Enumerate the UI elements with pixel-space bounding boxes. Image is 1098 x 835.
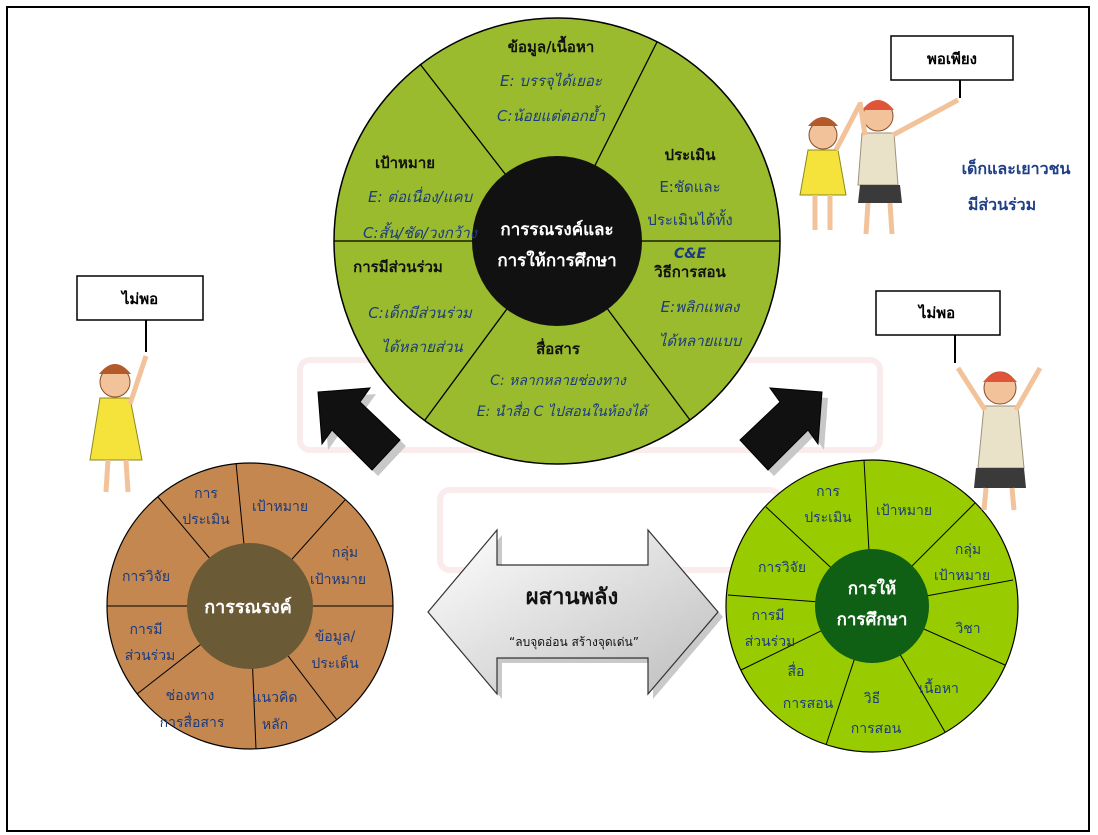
left-seg-6-line1: ช่องทาง: [166, 688, 215, 704]
right-seg-8-line2: ส่วนร่วม: [745, 634, 796, 650]
sign-top-right-label: พอเพียง: [927, 50, 977, 68]
top-seg-media-title: สื่อสาร: [536, 338, 581, 358]
left-seg-1-line2: ประเมิน: [182, 512, 230, 528]
top-seg-eval-line3: C&E: [674, 246, 706, 262]
sign-right: ไม่พอ: [875, 290, 1001, 363]
right-wheel-center: [815, 549, 929, 663]
top-seg-content-title: ข้อมูล/เนื้อหา: [508, 35, 595, 57]
merge-double-arrow: ผสานพลัง “ลบจุดอ่อน สร้างจุดเด่น”: [427, 528, 723, 699]
top-center-line1: การรณรงค์และ: [500, 219, 613, 240]
right-seg-2-line1: เป้าหมาย: [876, 503, 932, 519]
right-seg-3-line1: กลุ่ม: [955, 542, 981, 558]
left-seg-4-line1: ข้อมูล/: [315, 629, 356, 645]
right-seg-6-line1: วิธี: [864, 691, 881, 707]
right-seg-9-line1: การวิจัย: [758, 560, 806, 576]
top-seg-eval-line1: E:ชัดและ: [659, 178, 720, 196]
top-seg-content-line2: C:น้อยแต่ตอกย้ำ: [497, 105, 606, 125]
child-boy-top-illustration: [857, 97, 960, 235]
top-wheel-center: [472, 156, 642, 326]
right-center-line2: การศึกษา: [837, 610, 908, 630]
child-girl-top-illustration: [799, 102, 863, 230]
child-boy-right-illustration: [955, 366, 1043, 511]
right-seg-1-line2: ประเมิน: [804, 510, 852, 526]
right-seg-1-line1: การ: [816, 484, 840, 500]
top-seg-teach-line1: E:พลิกแพลง: [661, 298, 741, 316]
top-seg-teach-title: วิธีการสอน: [654, 263, 727, 281]
left-seg-6-line2: การสื่อสาร: [160, 713, 225, 731]
left-seg-7-line1: การมี: [129, 622, 162, 638]
left-seg-3-line2: เป้าหมาย: [310, 572, 366, 588]
right-wheel: การให้ การศึกษา การ ประเมิน เป้าหมาย กลุ…: [725, 459, 1019, 753]
top-seg-eval-title: ประเมิน: [665, 146, 717, 164]
top-seg-goal-title: เป้าหมาย: [375, 154, 435, 172]
left-seg-2-line1: เป้าหมาย: [252, 499, 308, 515]
sign-left-label: ไม่พอ: [120, 289, 158, 308]
right-seg-3-line2: เป้าหมาย: [934, 568, 990, 584]
left-seg-4-line2: ประเด็น: [311, 654, 359, 672]
top-wheel: การรณรงค์และ การให้การศึกษา ข้อมูล/เนื้อ…: [333, 17, 781, 465]
youth-caption-line1: เด็กและเยาวชน: [962, 157, 1071, 178]
sign-top-right: พอเพียง: [890, 35, 1014, 98]
right-seg-7-line1: สื่อ: [788, 662, 805, 680]
top-seg-teach-line2: ได้หลายแบบ: [659, 332, 743, 350]
right-up-arrow: [739, 387, 828, 476]
top-seg-part-title: การมีส่วนร่วม: [353, 258, 443, 276]
top-seg-media-line2: E: นำสื่อ C ไปสอนในห้องได้: [477, 401, 651, 420]
merge-title: ผสานพลัง: [526, 585, 618, 610]
right-seg-5-line1: เนื้อหา: [919, 678, 959, 697]
left-seg-5-line2: หลัก: [262, 717, 288, 733]
left-seg-7-line2: ส่วนร่วม: [125, 648, 176, 664]
sign-right-label: ไม่พอ: [917, 303, 955, 322]
left-wheel-center: [187, 543, 313, 669]
child-girl-left-illustration: [89, 355, 149, 493]
left-seg-8-line1: การวิจัย: [122, 569, 170, 585]
left-seg-1-line1: การ: [194, 486, 218, 502]
youth-caption-line2: มีส่วนร่วม: [968, 195, 1036, 214]
top-seg-content-line1: E: บรรจุได้เยอะ: [500, 72, 603, 90]
merge-subtitle: “ลบจุดอ่อน สร้างจุดเด่น”: [509, 635, 639, 650]
right-seg-7-line2: การสอน: [783, 696, 834, 712]
left-wheel: การรณรงค์ การ ประเมิน เป้าหมาย กลุ่ม เป้…: [106, 462, 394, 750]
left-seg-5-line1: แนวคิด: [253, 690, 298, 706]
top-seg-goal-line1: E: ต่อเนื่อง/แคบ: [368, 186, 474, 206]
left-up-arrow: [317, 387, 406, 476]
top-center-line2: การให้การศึกษา: [497, 250, 616, 271]
top-seg-part-line2: ได้หลายส่วน: [381, 338, 463, 356]
right-seg-4-line1: วิชา: [955, 621, 980, 637]
right-seg-6-line2: การสอน: [851, 721, 902, 737]
top-seg-eval-line2: ประเมินได้ทั้ง: [647, 209, 732, 229]
right-center-line1: การให้: [848, 578, 896, 599]
sign-left: ไม่พอ: [76, 275, 204, 352]
left-seg-3-line1: กลุ่ม: [332, 545, 358, 561]
top-seg-goal-line2: C:สั้น/ชัด/วงกว้าง: [363, 222, 479, 242]
top-seg-media-line1: C: หลากหลายช่องทาง: [490, 373, 627, 389]
right-seg-8-line1: การมี: [751, 608, 784, 624]
left-center-label: การรณรงค์: [204, 596, 292, 618]
top-seg-part-line1: C:เด็กมีส่วนร่วม: [368, 304, 473, 322]
